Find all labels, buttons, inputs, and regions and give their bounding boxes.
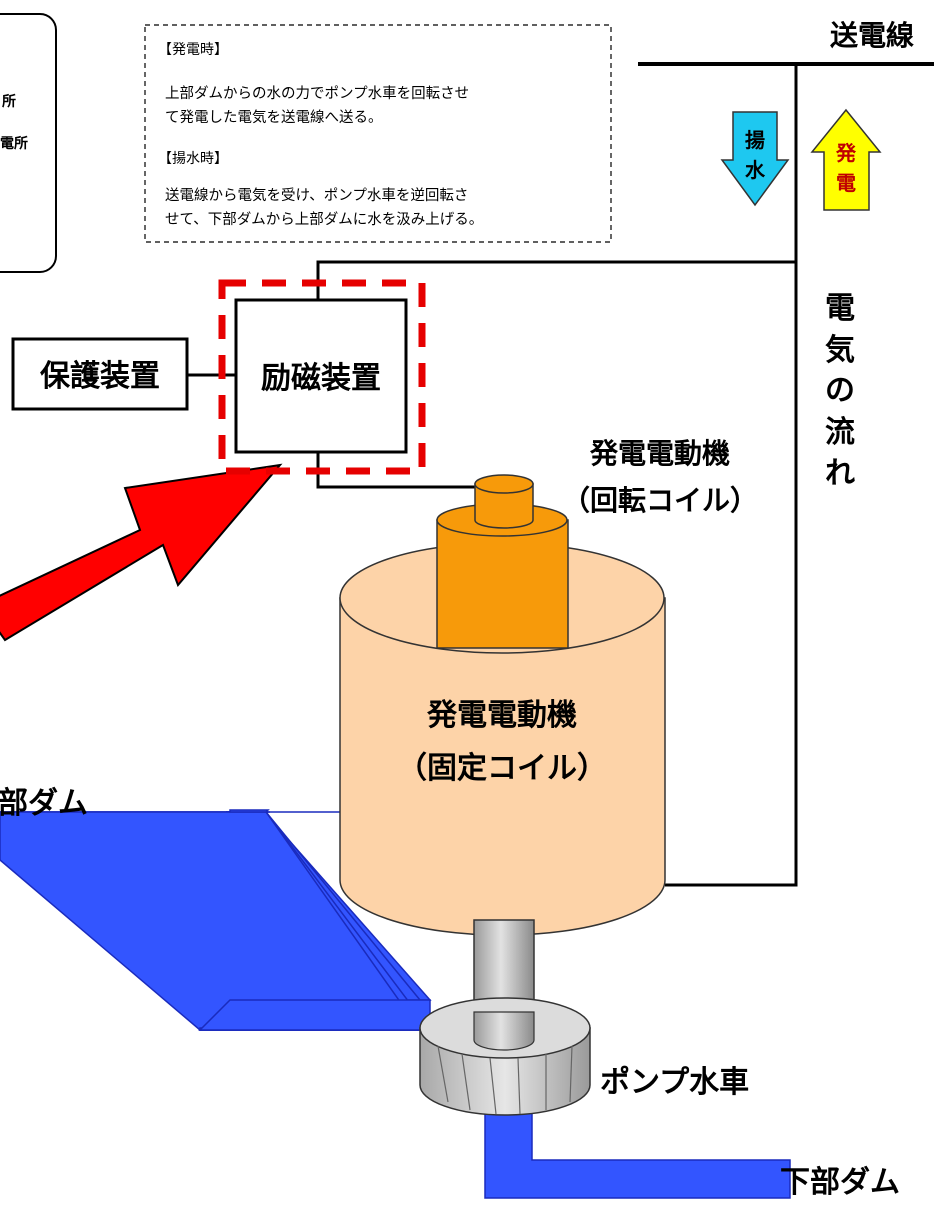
rotor-label-2: （回転コイル） <box>562 484 758 517</box>
generation-arrow: 発 電 <box>810 108 882 211</box>
rotor-label-1: 発電電動機 <box>589 437 730 470</box>
rotor-feed-line <box>316 450 478 489</box>
generation-char-2: 電 <box>836 171 856 195</box>
generation-text-2: て発電した電気を送電線へ送る。 <box>165 109 383 126</box>
flow-char-1: 電 <box>825 291 855 326</box>
pump-turbine-label: ポンプ水車 <box>600 1065 749 1100</box>
penstock-to-turbine <box>198 999 431 1031</box>
pumping-char-1: 揚 <box>745 128 765 152</box>
electricity-flow-label: 電 気 の 流 れ <box>825 291 855 491</box>
legend-box: 所 電所 <box>0 13 57 273</box>
pumping-heading: 【揚水時】 <box>158 150 228 167</box>
pumping-text-1: 送電線から電気を受け、ポンプ水車を逆回転さ <box>165 187 468 204</box>
lower-dam-label: 下部ダム <box>780 1165 900 1200</box>
flow-char-4: 流 <box>825 415 855 450</box>
stator-label-2: （固定コイル） <box>397 751 607 786</box>
protection-device: 保護装置 <box>11 337 189 411</box>
big-red-arrow <box>0 463 283 642</box>
legend-line-1: 所 <box>2 93 16 110</box>
generation-heading: 【発電時】 <box>158 42 228 58</box>
flow-char-3: の <box>825 373 855 408</box>
flow-char-5: れ <box>825 456 855 491</box>
pump-turbine <box>419 997 591 1116</box>
excitation-supply-line <box>316 260 796 300</box>
stator: 発電電動機 （固定コイル） <box>339 542 666 936</box>
pumping-arrow: 揚 水 <box>720 111 790 207</box>
legend-line-2: 電所 <box>0 135 28 152</box>
stator-label-1: 発電電動機 <box>426 698 577 733</box>
penstock-top <box>229 809 270 813</box>
generation-text-1: 上部ダムからの水の力でポンプ水車を回転させ <box>165 85 469 102</box>
excitation-device-label: 励磁装置 <box>261 361 381 396</box>
excitation-highlight <box>218 279 426 475</box>
generation-char-1: 発 <box>835 141 857 165</box>
pumping-char-2: 水 <box>745 158 766 182</box>
info-box: 【発電時】 上部ダムからの水の力でポンプ水車を回転させ て発電した電気を送電線へ… <box>144 24 612 243</box>
flow-char-2: 気 <box>825 333 855 368</box>
excitation-device: 励磁装置 <box>234 298 408 454</box>
electricity-line <box>665 64 798 887</box>
rotor <box>436 474 569 649</box>
protection-device-label: 保護装置 <box>40 359 160 394</box>
transmission-line-label: 送電線 <box>830 19 914 52</box>
pumping-text-2: せて、下部ダムから上部ダムに水を汲み上げる。 <box>165 211 483 228</box>
upper-dam-label: 部ダム <box>0 786 88 821</box>
